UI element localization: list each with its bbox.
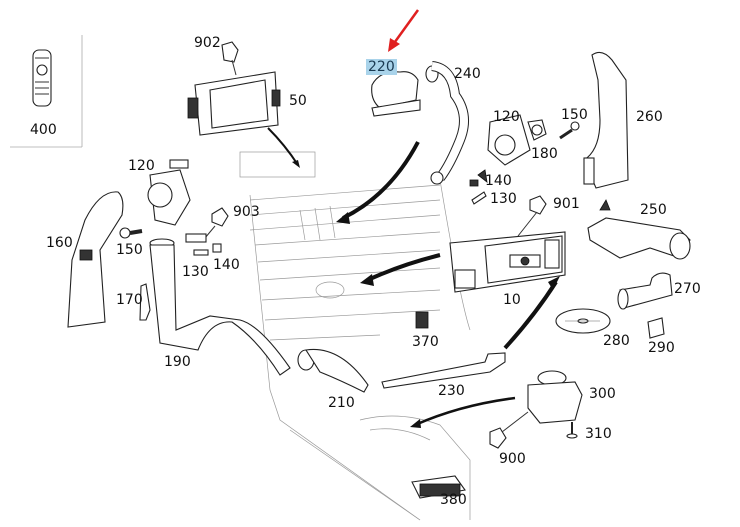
part-label-900[interactable]: 900 [499, 451, 526, 467]
part-label-170[interactable]: 170 [116, 292, 143, 308]
blower-120-right-icon [477, 114, 531, 183]
part-label-290[interactable]: 290 [648, 340, 675, 356]
part-label-270[interactable]: 270 [674, 281, 701, 297]
connector-tag-900-icon [489, 411, 529, 449]
part-label-230[interactable]: 230 [438, 383, 465, 399]
connector-tag-902-icon [221, 41, 239, 76]
part-label-300[interactable]: 300 [589, 386, 616, 402]
part-label-150-left[interactable]: 150 [116, 242, 143, 258]
part-label-10[interactable]: 10 [503, 292, 521, 308]
red-pointer-arrow-icon [388, 9, 420, 52]
pin-170-icon [139, 283, 151, 321]
screw-150-left-icon [119, 227, 143, 239]
blower-120-left-icon [147, 159, 191, 226]
assembly-arrows [267, 127, 560, 428]
part-label-160[interactable]: 160 [46, 235, 73, 251]
controller-300-icon [527, 370, 583, 424]
clip-140-left-icon [212, 243, 222, 253]
footwell-duct-210-icon [297, 348, 369, 393]
elbow-duct-270-icon [617, 272, 673, 310]
part-label-50[interactable]: 50 [289, 93, 307, 109]
part-label-210[interactable]: 210 [328, 395, 355, 411]
trim-strip-230-icon [381, 352, 506, 389]
disc-280-icon [555, 308, 611, 334]
part-label-120-left[interactable]: 120 [128, 158, 155, 174]
part-label-130-right[interactable]: 130 [490, 191, 517, 207]
connector-tag-903-icon [185, 207, 229, 243]
part-label-140-right[interactable]: 140 [485, 173, 512, 189]
part-label-310[interactable]: 310 [585, 426, 612, 442]
inset-frame [10, 35, 83, 148]
tall-duct-260-icon [583, 51, 629, 189]
floor-duct-190-icon [149, 238, 291, 376]
hose-duct-240-icon [425, 61, 469, 185]
duct-250-icon [587, 199, 691, 260]
part-label-903[interactable]: 903 [233, 204, 260, 220]
part-label-120-right[interactable]: 120 [493, 109, 520, 125]
clip-140-right-icon [469, 179, 479, 187]
ring-clamp-180-icon [527, 119, 547, 141]
memory-card-290-icon [647, 317, 665, 339]
clip-130-left-icon [193, 249, 209, 256]
part-label-400[interactable]: 400 [30, 122, 57, 138]
part-label-150-right[interactable]: 150 [561, 107, 588, 123]
part-label-190[interactable]: 190 [164, 354, 191, 370]
part-label-130-left[interactable]: 130 [182, 264, 209, 280]
connector-370-icon [415, 311, 429, 329]
remote-control-icon [32, 49, 52, 107]
display-screen-icon [187, 71, 281, 136]
part-label-220-highlighted[interactable]: 220 [366, 59, 397, 75]
connector-tag-901-icon [517, 195, 547, 237]
head-unit-10-icon [449, 231, 566, 293]
part-label-370[interactable]: 370 [412, 334, 439, 350]
part-label-250[interactable]: 250 [640, 202, 667, 218]
part-label-380[interactable]: 380 [440, 492, 467, 508]
screw-150-right-icon [559, 121, 580, 140]
part-label-280[interactable]: 280 [603, 333, 630, 349]
part-label-240[interactable]: 240 [454, 66, 481, 82]
part-label-260[interactable]: 260 [636, 109, 663, 125]
air-duct-220-icon [371, 71, 421, 117]
side-duct-160-icon [67, 191, 124, 328]
part-label-140-left[interactable]: 140 [213, 257, 240, 273]
part-label-902[interactable]: 902 [194, 35, 221, 51]
part-label-180[interactable]: 180 [531, 146, 558, 162]
clip-130-right-icon [471, 191, 487, 205]
part-label-901[interactable]: 901 [553, 196, 580, 212]
switch-module-380-icon [411, 475, 466, 499]
screw-310-icon [566, 422, 578, 439]
